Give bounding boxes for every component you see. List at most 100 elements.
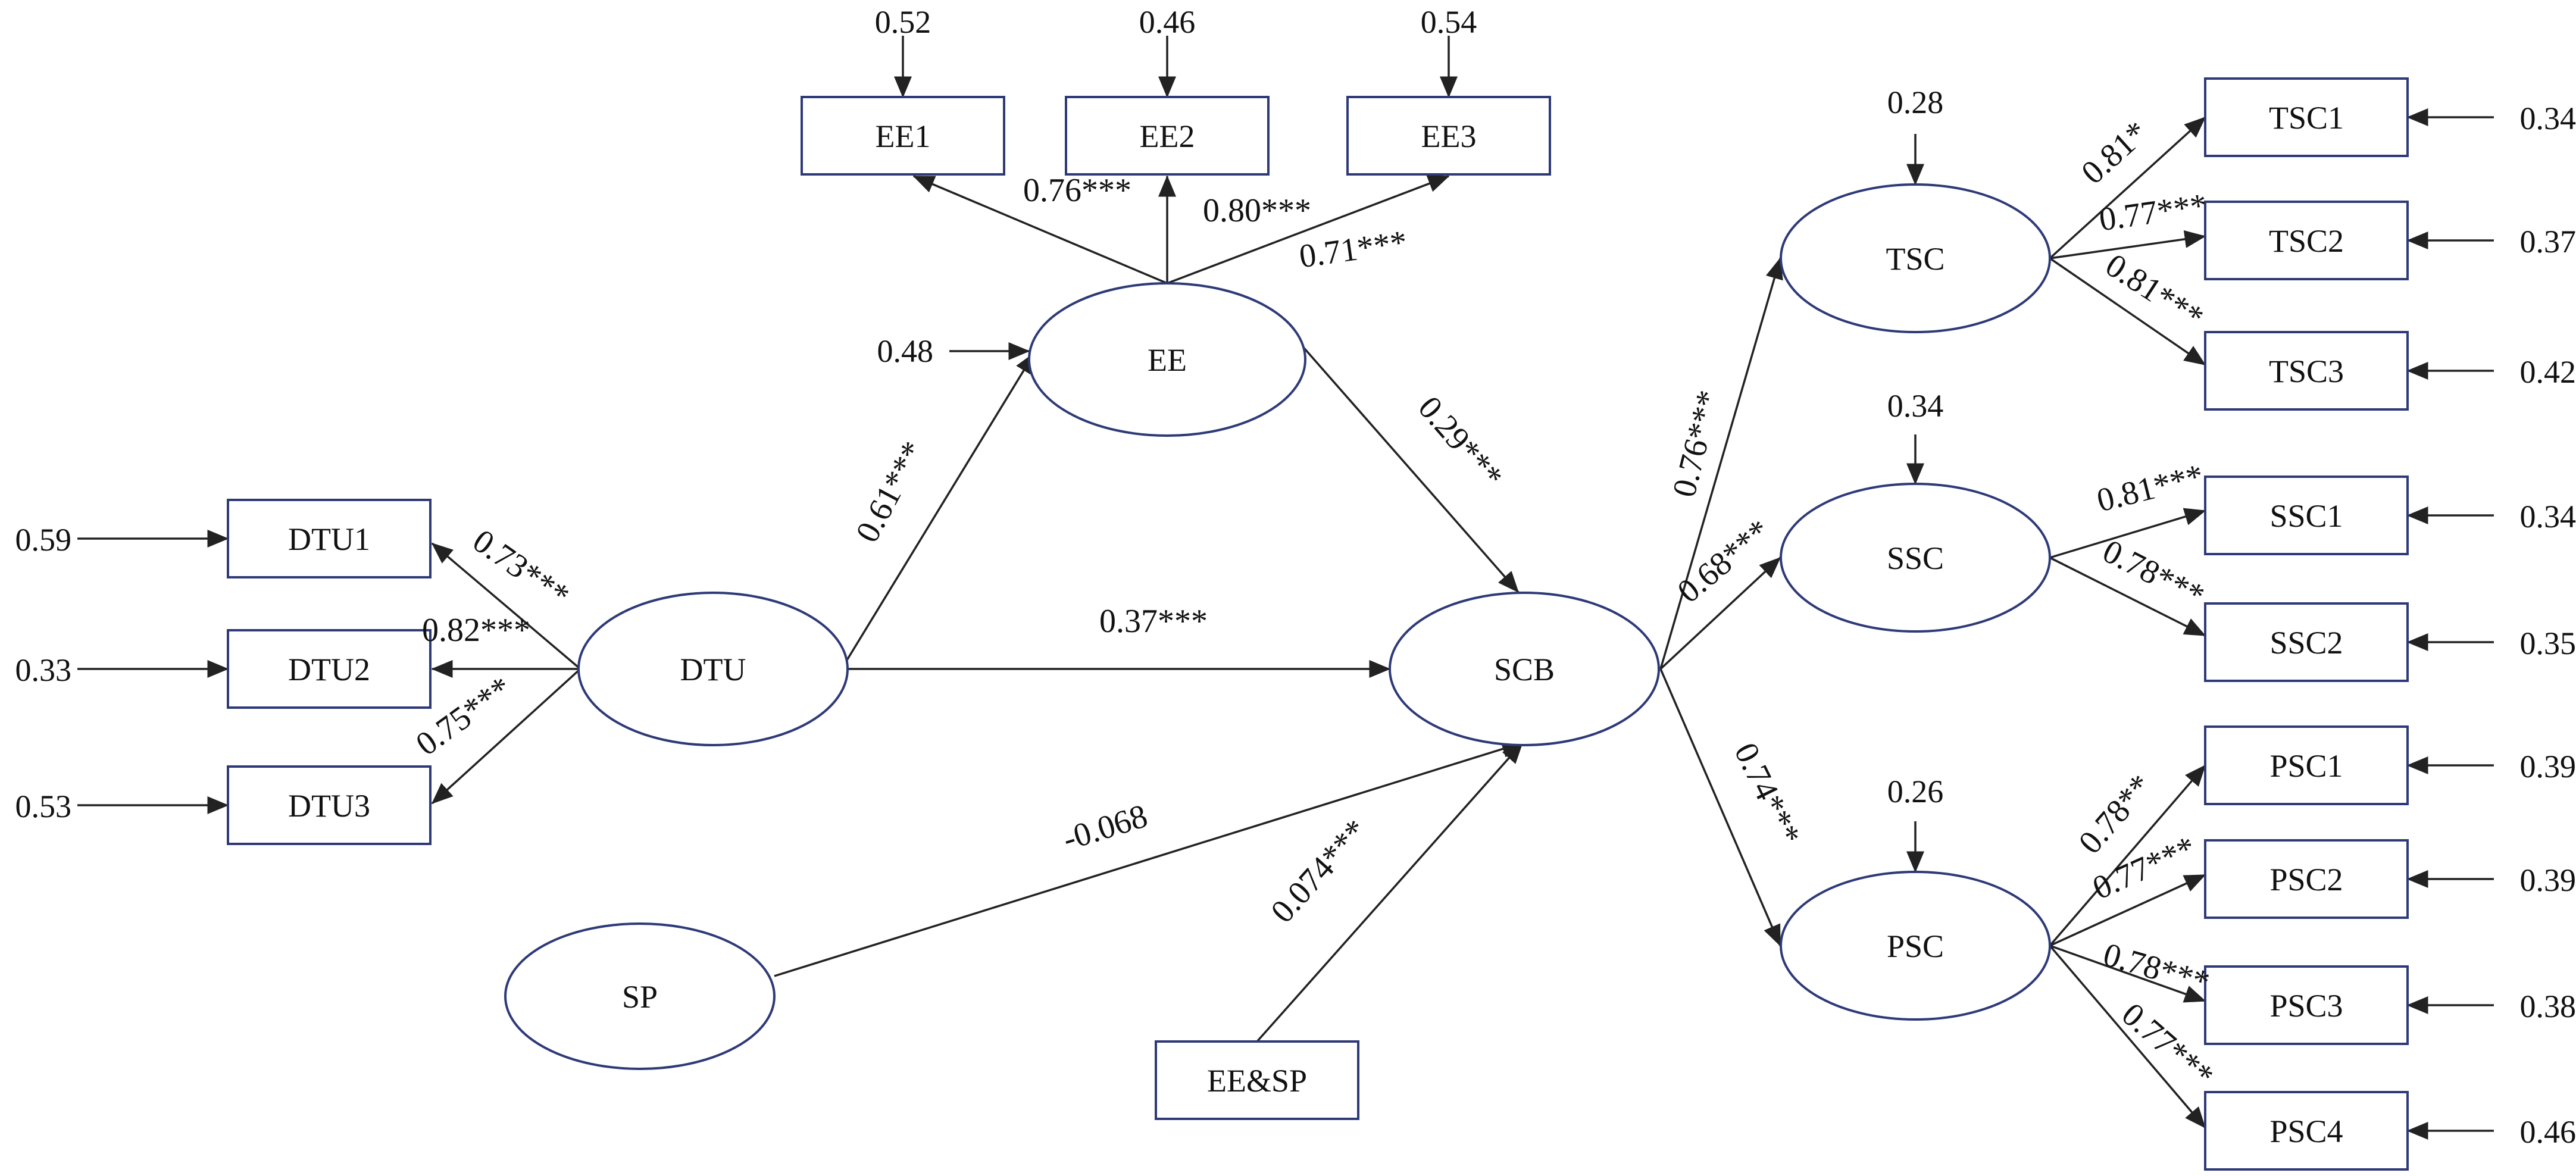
path-scb-ssc-arrow [1659,556,1781,670]
node-ssc1-box [2204,476,2409,555]
node-dtu2-box [227,629,432,709]
node-ee-ellipse [1028,282,1306,437]
error-dtu1-value: 0.59 [15,522,72,558]
node-ssc2-box [2204,602,2409,682]
path-dtu-ee-arrow [844,352,1036,664]
node-psc2-box [2204,839,2409,919]
node-ee2-box [1065,96,1270,176]
path-dtu-dtu1-arrow [431,542,582,670]
node-dtu1-label: DTU1 [288,521,370,557]
error-dtu2-value: 0.33 [15,652,72,688]
node-sp-ellipse [504,922,776,1070]
node-psc4-label: PSC4 [2269,1114,2343,1149]
node-ee3-box [1346,96,1551,176]
node-dtu-label: DTU [680,652,746,687]
node-psc-label: PSC [1887,928,1944,964]
node-tsc-ellipse [1780,183,2051,333]
path-scb-ssc-coefficient: 0.68*** [1671,512,1777,610]
path-ee-ee2-coefficient: 0.80*** [1203,192,1311,229]
path-psc-psc4-arrow [2049,944,2206,1129]
path-psc-psc1-arrow [2049,764,2206,947]
node-tsc1-label: TSC1 [2269,100,2344,136]
error-psc-value: 0.26 [1887,774,1944,809]
error-psc2-value: 0.39 [2520,862,2576,898]
node-ee3-label: EE3 [1421,118,1477,154]
error-psc3-value: 0.38 [2520,989,2576,1024]
node-psc3-label: PSC3 [2269,988,2343,1024]
path-scb-psc-arrow [1659,668,1781,947]
node-psc2-label: PSC2 [2269,862,2343,897]
path-dtu-dtu1-coefficient: 0.73*** [466,523,576,615]
path-tsc-tsc1-arrow [2049,116,2206,259]
node-tsc2-box [2204,201,2409,280]
path-psc-psc3-arrow [2049,944,2206,1003]
node-tsc3-box [2204,331,2409,411]
path-scb-tsc-arrow [1659,257,1783,670]
path-dtu-ee-coefficient: 0.61*** [849,436,932,549]
path-tsc-tsc3-coefficient: 0.81*** [2099,246,2210,336]
node-psc1-box [2204,725,2409,805]
node-psc3-box [2204,965,2409,1045]
node-psc-ellipse [1780,871,2051,1021]
node-tsc3-label: TSC3 [2269,354,2344,389]
path-scb-tsc-coefficient: 0.76*** [1665,387,1727,501]
path-psc-psc2-arrow [2049,874,2206,947]
path-tsc-tsc2-coefficient: 0.77*** [2097,187,2209,239]
node-dtu3-box [227,765,432,845]
node-dtu-ellipse [577,592,849,746]
path-dtu-dtu2-coefficient: 0.82*** [422,612,530,649]
error-psc1-value: 0.39 [2520,749,2576,784]
node-ee1-label: EE1 [876,118,931,154]
node-dtu2-label: DTU2 [288,652,370,687]
error-tsc3-value: 0.42 [2520,354,2576,390]
path-tsc-tsc1-coefficient: 0.81* [2074,114,2155,191]
path-eesp-scb-coefficient: 0.074*** [1264,812,1375,930]
node-scb-ellipse [1389,592,1660,746]
node-sp-label: SP [622,979,658,1015]
error-ssc-value: 0.34 [1887,388,1944,424]
path-psc-psc3-coefficient: 0.78*** [2099,936,2214,1002]
error-ssc1-value: 0.34 [2520,499,2576,534]
node-ee1-box [801,96,1005,176]
path-eesp-scb-arrow [1256,742,1524,1043]
error-tsc-value: 0.28 [1887,85,1944,120]
path-ee-ee1-coefficient: 0.76*** [1023,172,1131,209]
path-ee-ee1-arrow [912,175,1168,284]
path-ee-scb-coefficient: 0.29*** [1411,389,1509,495]
node-psc1-label: PSC1 [2269,748,2343,784]
node-dtu3-label: DTU3 [288,788,370,824]
path-ssc-ssc2-coefficient: 0.78*** [2097,533,2210,615]
node-tsc1-box [2204,77,2409,157]
node-ee2-label: EE2 [1140,118,1195,154]
path-ssc-ssc1-coefficient: 0.81*** [2093,457,2208,519]
error-psc4-value: 0.46 [2520,1114,2576,1150]
path-ee-ee3-arrow [1167,175,1450,284]
path-scb-psc-coefficient: 0.74*** [1727,737,1808,851]
node-ee-label: EE [1148,342,1187,378]
path-dtu-scb-coefficient: 0.37*** [1099,603,1208,640]
error-ee2-value: 0.46 [1139,4,1196,40]
node-psc4-box [2204,1091,2409,1171]
node-ssc-label: SSC [1887,540,1944,576]
error-dtu3-value: 0.53 [15,789,72,824]
node-ee-sp-box [1155,1040,1359,1120]
node-ssc2-label: SSC2 [2269,625,2343,661]
error-ee1-value: 0.52 [875,4,931,40]
node-ssc-ellipse [1780,483,2051,633]
error-tsc1-value: 0.34 [2520,101,2576,136]
error-ssc2-value: 0.35 [2520,625,2576,661]
path-tsc-tsc3-arrow [2049,257,2206,366]
path-ee-scb-arrow [1299,343,1520,593]
node-tsc2-label: TSC2 [2269,223,2344,259]
path-ee-ee3-coefficient: 0.71*** [1297,224,1409,276]
path-sp-scb-coefficient: -0.068 [1059,797,1152,858]
path-sp-scb-arrow [774,740,1524,977]
path-dtu-dtu3-arrow [431,668,582,805]
error-ee3-value: 0.54 [1421,4,1477,40]
node-tsc-label: TSC [1886,241,1944,277]
path-ssc-ssc1-arrow [2049,508,2206,559]
error-tsc2-value: 0.37 [2520,224,2576,259]
error-ee-value: 0.48 [877,333,934,369]
path-tsc-tsc2-arrow [2049,230,2206,259]
